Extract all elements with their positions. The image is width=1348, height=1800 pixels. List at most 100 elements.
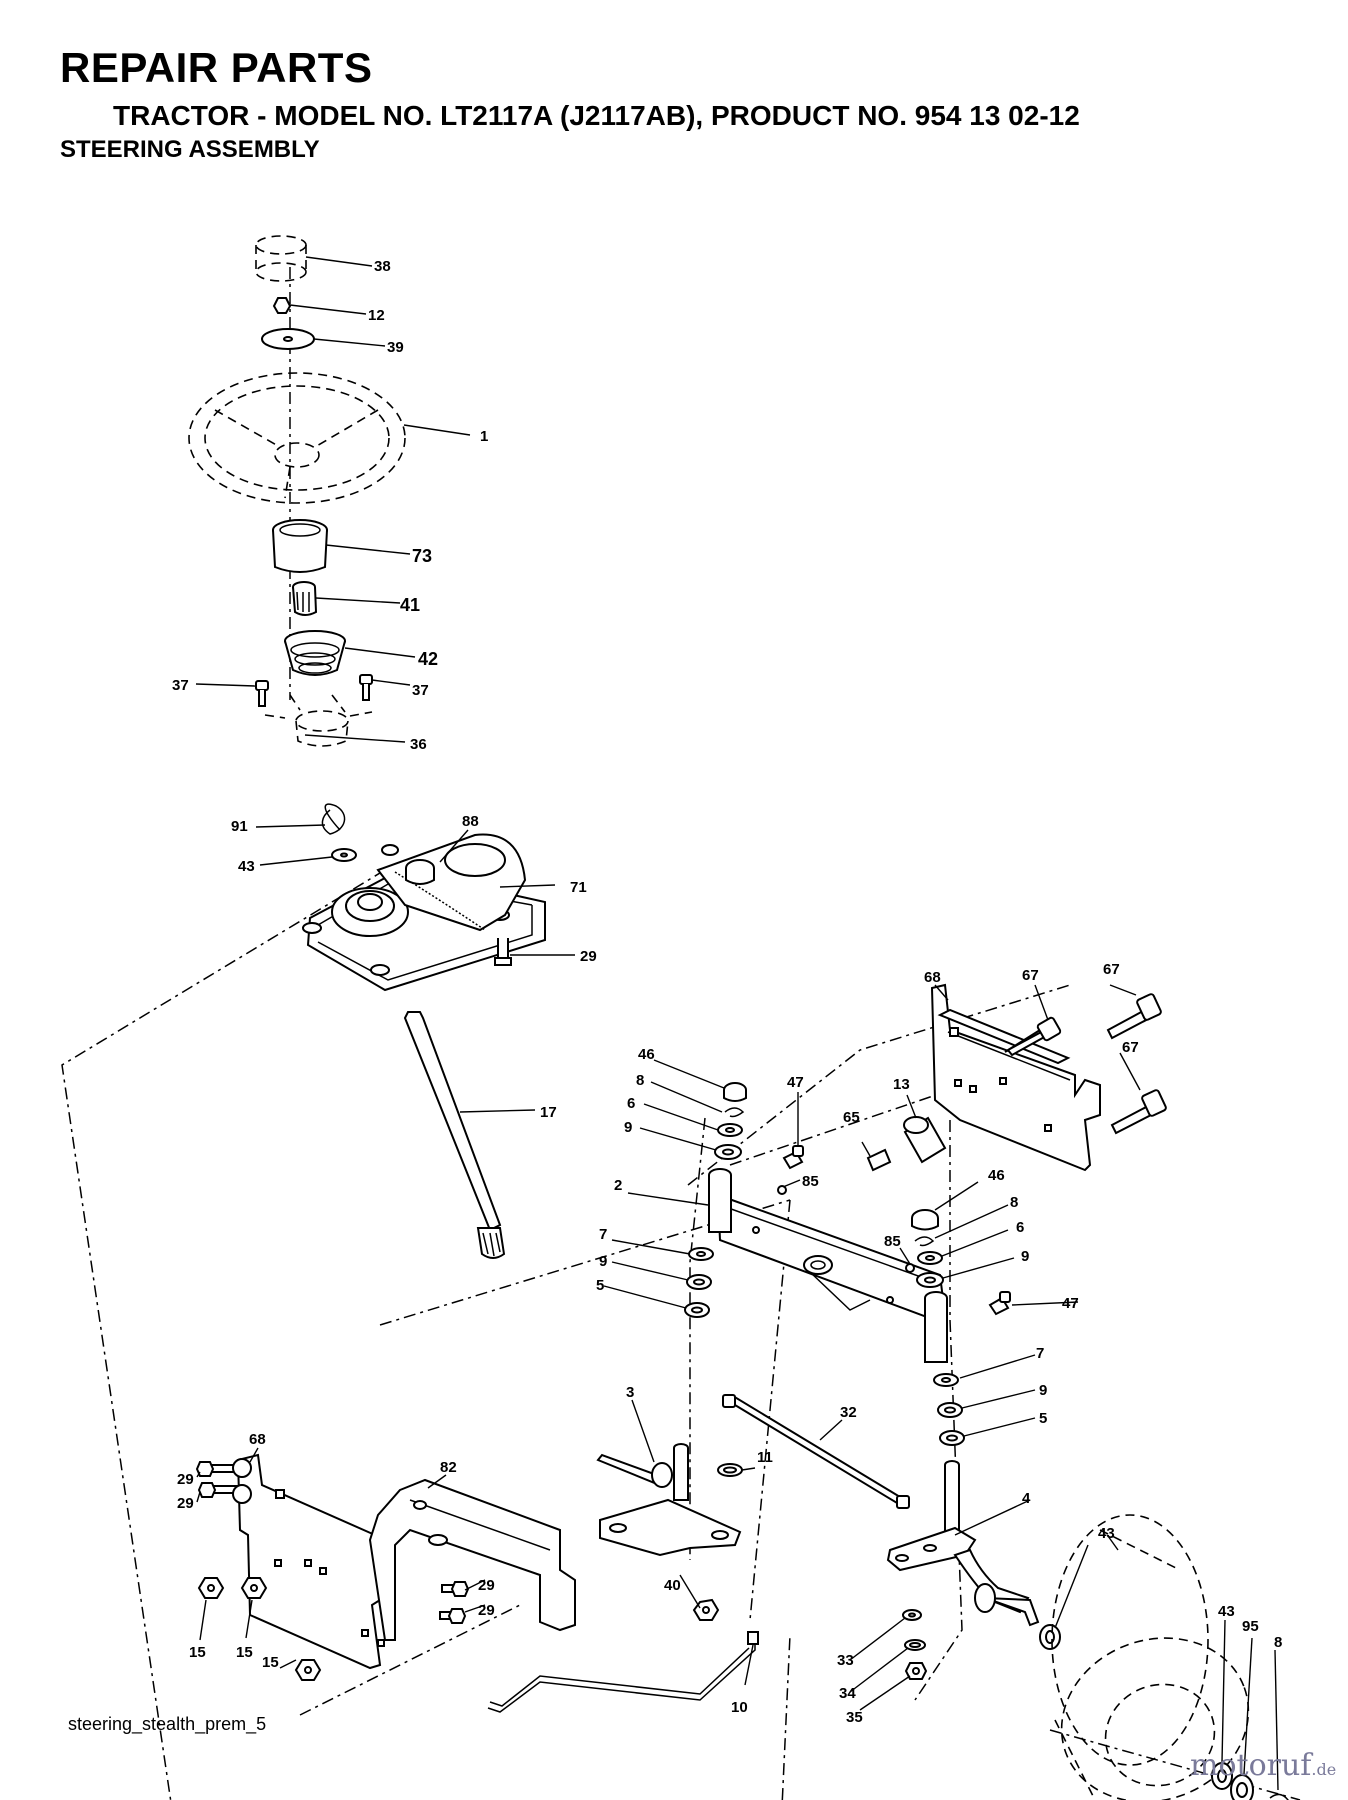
wheel-e-clip	[1269, 1793, 1289, 1800]
callout-42: 42	[418, 649, 438, 669]
callout-9-right-bottom: 9	[1039, 1382, 1047, 1399]
callout-15-a: 15	[189, 1644, 206, 1661]
callout-67-a: 67	[1022, 967, 1039, 984]
callout-36: 36	[410, 736, 427, 753]
drawing-code: steering_stealth_prem_5	[68, 1714, 267, 1734]
callout-12: 12	[368, 307, 385, 324]
callout-29-gear: 29	[580, 948, 597, 965]
callout-39: 39	[387, 339, 404, 356]
watermark-tld: .de	[1311, 1760, 1337, 1779]
steering-shaft	[403, 1011, 506, 1259]
callout-10: 10	[731, 1699, 748, 1716]
steering-nut	[272, 297, 292, 314]
callout-46-right: 46	[988, 1167, 1005, 1184]
callout-8-left: 8	[636, 1072, 644, 1089]
callout-47-right: 47	[1062, 1295, 1079, 1312]
grease-fitting-left	[782, 1145, 804, 1170]
callout-43-gear: 43	[238, 858, 255, 875]
callout-13: 13	[893, 1076, 910, 1093]
right-spindle	[886, 1460, 1040, 1627]
drag-link	[722, 1394, 910, 1509]
callout-47-left: 47	[787, 1074, 804, 1091]
steering-pinion	[292, 581, 318, 616]
tie-rod-spacer	[904, 1639, 926, 1651]
callout-29-right-a: 29	[478, 1577, 495, 1594]
callout-71: 71	[570, 879, 587, 896]
bracket-bolt-3	[1110, 1089, 1167, 1135]
watermark-main: motoruf	[1190, 1748, 1312, 1783]
callout-9-right-top: 9	[1021, 1248, 1029, 1265]
tie-rod-nut	[904, 1662, 928, 1680]
axle-bracket-right	[930, 983, 1101, 1172]
leader-lines	[195, 256, 1279, 1791]
callout-37-right: 37	[412, 682, 429, 699]
callout-32: 32	[840, 1404, 857, 1421]
steering-boot	[284, 630, 346, 676]
callout-5-right: 5	[1039, 1410, 1047, 1427]
drag-link-washer	[717, 1463, 743, 1477]
callout-38: 38	[374, 258, 391, 275]
steering-washer	[261, 328, 315, 350]
steering-gear-assembly	[302, 833, 546, 992]
hairpin-clip	[321, 803, 346, 835]
callout-29-left-b: 29	[177, 1495, 194, 1512]
page-title: REPAIR PARTS	[60, 44, 373, 91]
bracket-bolt-29-c	[441, 1581, 470, 1597]
model-subtitle: TRACTOR - MODEL NO. LT2117A (J2117AB), P…	[113, 100, 1080, 131]
callout-73: 73	[412, 546, 432, 566]
steering-bushing	[272, 519, 328, 573]
tie-rod-washer	[902, 1609, 922, 1621]
callout-46-left: 46	[638, 1046, 655, 1063]
lower-bracket-left	[236, 1453, 385, 1670]
callout-35: 35	[846, 1709, 863, 1726]
clip-right	[914, 1236, 935, 1247]
callout-91: 91	[231, 818, 248, 835]
bracket-bolt-2	[1106, 993, 1162, 1040]
callout-67-b: 67	[1103, 961, 1120, 978]
watermark-logo: motoruf.de	[1190, 1748, 1336, 1783]
callout-15-b: 15	[236, 1644, 253, 1661]
callout-7-right: 7	[1036, 1345, 1044, 1362]
wheel-spacer	[1230, 1774, 1254, 1800]
bracket-nut-15-b	[240, 1577, 268, 1599]
steering-cap	[255, 235, 307, 282]
washer-stack-right-bottom	[933, 1373, 965, 1446]
callout-6-left: 6	[627, 1095, 635, 1112]
drag-rod	[487, 1631, 759, 1713]
callout-68-right: 68	[924, 969, 941, 986]
callout-8-wheel: 8	[1274, 1634, 1282, 1651]
section-title: STEERING ASSEMBLY	[60, 136, 320, 163]
callout-29-left-a: 29	[177, 1471, 194, 1488]
callout-3: 3	[626, 1384, 634, 1401]
spindle-nut-left	[692, 1598, 720, 1621]
callout-43-wheel-inner: 43	[1098, 1525, 1115, 1542]
callout-33: 33	[837, 1652, 854, 1669]
callout-82: 82	[440, 1459, 457, 1476]
steering-support	[264, 694, 373, 747]
callout-1: 1	[480, 428, 488, 445]
pivot-pin	[866, 1148, 892, 1172]
callout-37-left: 37	[172, 677, 189, 694]
callout-8-right: 8	[1010, 1194, 1018, 1211]
washer-stack-left-top	[714, 1123, 743, 1160]
bracket-nut-15-c	[294, 1659, 322, 1681]
gear-washer	[331, 848, 357, 862]
callout-29-right-b: 29	[478, 1602, 495, 1619]
callout-15-c: 15	[262, 1654, 279, 1671]
cap-left	[723, 1082, 747, 1102]
wheel-outer-washer	[1211, 1762, 1233, 1790]
callout-41: 41	[400, 595, 420, 615]
callout-2: 2	[614, 1177, 622, 1194]
callout-6-right: 6	[1016, 1219, 1024, 1236]
callout-43-wheel-outer: 43	[1218, 1603, 1235, 1620]
grease-fitting-right	[988, 1291, 1011, 1316]
pin-85-left	[777, 1185, 787, 1195]
bracket-bolt-1	[1004, 1016, 1062, 1057]
steering-wheel	[188, 372, 406, 504]
clip-left	[724, 1107, 745, 1118]
bracket-hole-b	[232, 1484, 252, 1504]
callout-17: 17	[540, 1104, 557, 1121]
callout-85-right: 85	[884, 1233, 901, 1250]
lower-bracket-support	[368, 1478, 576, 1641]
